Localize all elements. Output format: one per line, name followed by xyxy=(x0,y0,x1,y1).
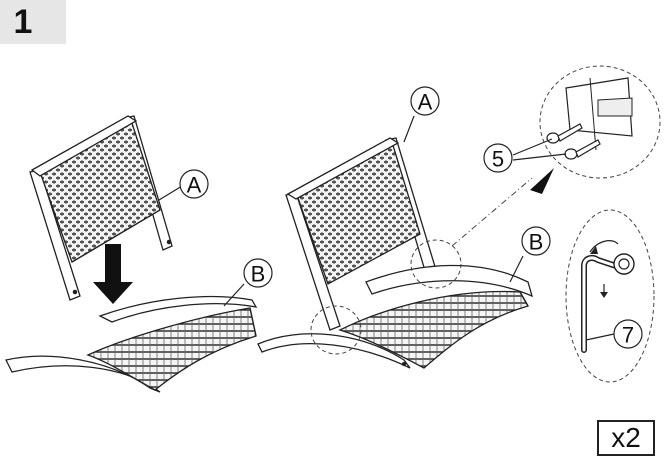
label-a-left: A xyxy=(187,173,202,198)
label-screw: 5 xyxy=(492,147,504,172)
label-b-right: B xyxy=(529,230,544,255)
chair-assembled xyxy=(257,137,534,369)
label-a-right: A xyxy=(418,90,433,115)
callout-b-left xyxy=(243,258,273,288)
callout-b-right xyxy=(521,226,551,256)
screw-detail xyxy=(539,65,661,179)
leader-a-right xyxy=(403,115,415,143)
leader-5b xyxy=(512,153,567,161)
backrest-left xyxy=(29,115,173,301)
callout-7 xyxy=(613,319,643,349)
leader-b-left xyxy=(223,283,245,307)
leader-5a xyxy=(512,138,553,156)
insert-arrow xyxy=(93,244,133,304)
detail-leader xyxy=(451,168,554,247)
callout-5 xyxy=(483,143,513,173)
leader-a-left xyxy=(158,185,183,201)
callout-a-right xyxy=(410,86,440,116)
seat-left xyxy=(5,295,258,393)
callout-a-left xyxy=(179,169,209,199)
allen-key-detail xyxy=(565,209,655,383)
step-number: 1 xyxy=(13,3,33,41)
label-b-left: B xyxy=(251,262,266,287)
leader-b-right xyxy=(509,255,524,283)
detail-circles xyxy=(310,239,462,355)
step-badge xyxy=(0,0,66,44)
leader-7 xyxy=(585,333,615,341)
label-allen-key: 7 xyxy=(622,323,634,348)
quantity-box: x2 xyxy=(597,420,655,456)
